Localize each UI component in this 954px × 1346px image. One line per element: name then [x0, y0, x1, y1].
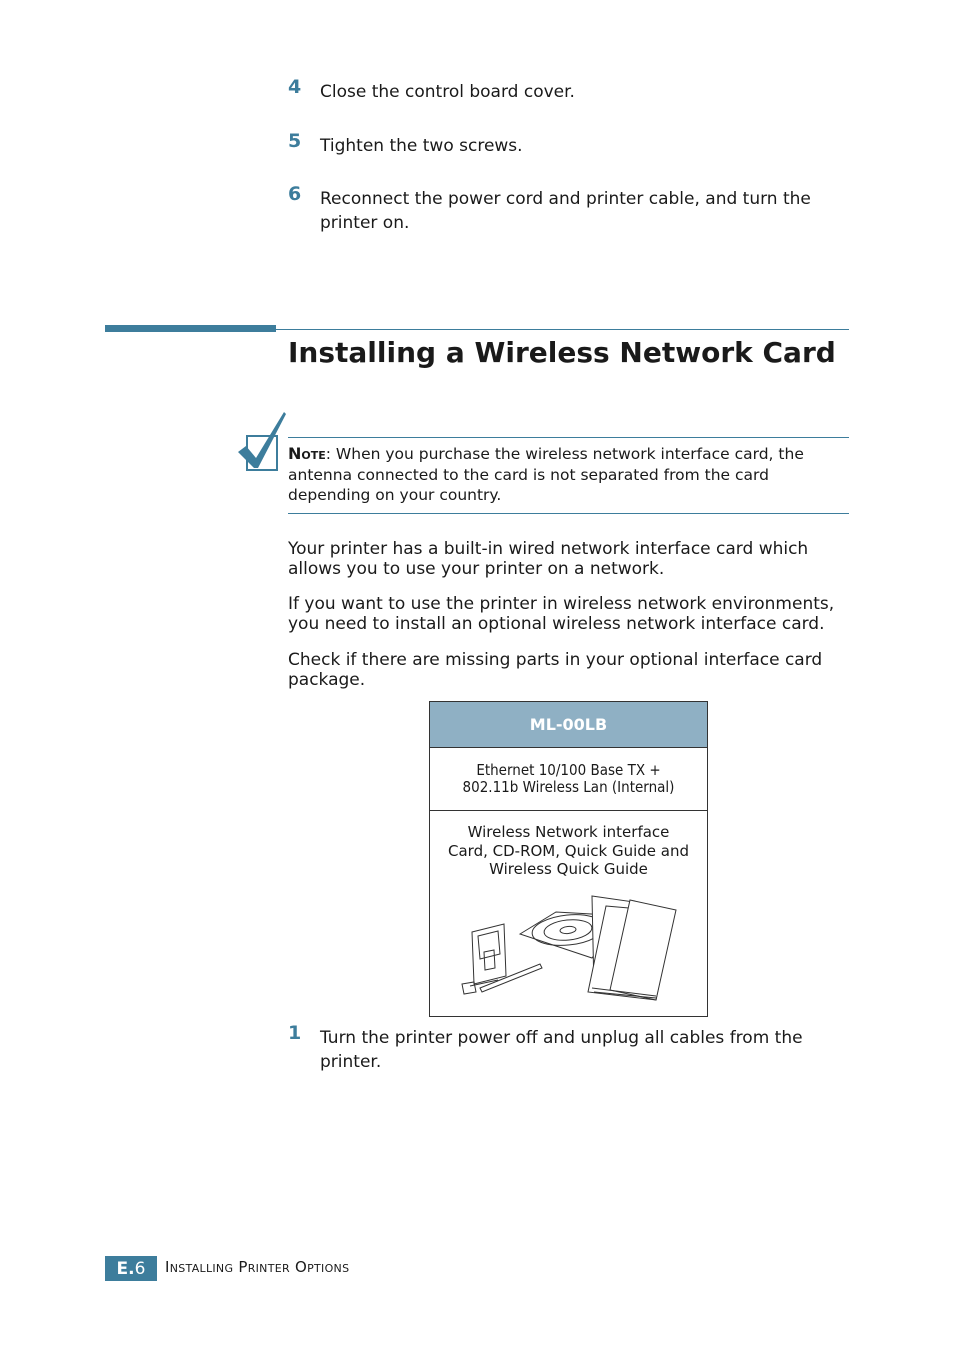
parts-table-header: ML-00LB — [430, 702, 707, 748]
row-text: Card, CD-ROM, Quick Guide and — [448, 841, 689, 860]
note-text: : When you purchase the wireless network… — [288, 445, 804, 504]
parts-table-row-contents: Wireless Network interface Card, CD-ROM,… — [430, 823, 707, 879]
section-rule-thin — [276, 329, 849, 330]
paragraph: Check if there are missing parts in your… — [288, 650, 823, 690]
step-number: 5 — [288, 130, 302, 152]
step-number: 6 — [288, 183, 302, 205]
note-label: Note — [288, 444, 326, 463]
step-text: Close the control board cover. — [320, 82, 575, 102]
note-rule-top — [288, 437, 849, 438]
step-text: Reconnect the power cord and printer cab… — [320, 189, 811, 233]
footer-chapter-title: Installing Printer Options — [165, 1258, 350, 1276]
section-heading: Installing a Wireless Network Card — [288, 336, 836, 369]
row-text: Wireless Network interface — [467, 823, 670, 841]
parts-table-row-description: Ethernet 10/100 Base TX + 802.11b Wirele… — [430, 748, 707, 811]
page-number-badge: E.6 — [105, 1256, 157, 1281]
checkmark-note-icon — [238, 412, 286, 471]
section-rule-thick — [105, 325, 276, 332]
page-prefix: E. — [116, 1258, 135, 1279]
paragraph: Your printer has a built-in wired networ… — [288, 539, 809, 579]
quick-guide-icon — [587, 895, 677, 1001]
note: Note: When you purchase the wireless net… — [288, 444, 849, 506]
step-text: Tighten the two screws. — [320, 136, 523, 156]
step-number: 1 — [288, 1022, 302, 1044]
paragraph: If you want to use the printer in wirele… — [288, 594, 835, 634]
parts-table: ML-00LB Ethernet 10/100 Base TX + 802.11… — [429, 701, 708, 1017]
row-text: 802.11b Wireless Lan (Internal) — [462, 778, 675, 796]
network-card-icon — [461, 923, 543, 995]
step-number: 4 — [288, 76, 302, 98]
step-text: Turn the printer power off and unplug al… — [320, 1028, 803, 1072]
page-number: 6 — [134, 1258, 146, 1279]
package-contents-illustration — [461, 895, 677, 1001]
row-text: Ethernet 10/100 Base TX + — [476, 761, 661, 779]
row-text: Wireless Quick Guide — [489, 860, 648, 878]
note-rule-bottom — [288, 513, 849, 514]
